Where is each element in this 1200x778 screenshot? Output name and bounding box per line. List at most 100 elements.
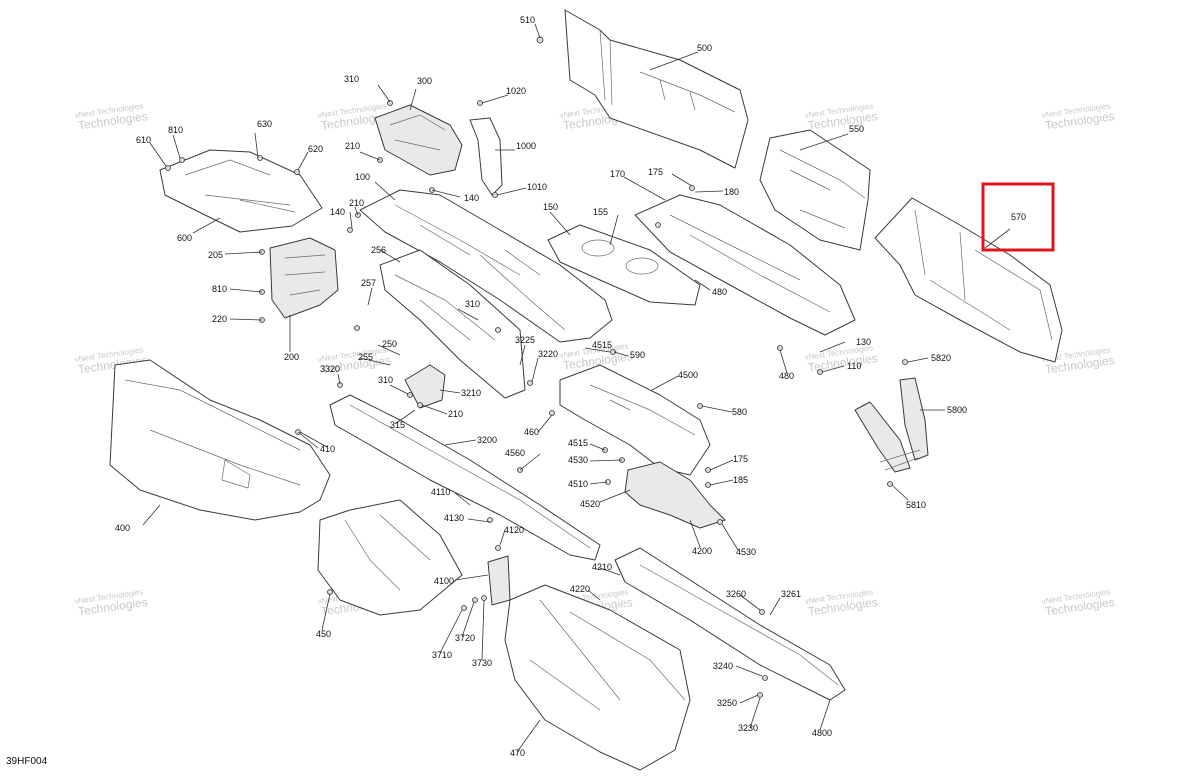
callout-590: 590 (630, 350, 645, 360)
callout-510: 510 (520, 15, 535, 25)
callout-210: 210 (448, 409, 463, 419)
callout-4130: 4130 (444, 513, 464, 523)
callout-310: 310 (378, 375, 393, 385)
callout-100: 100 (355, 172, 370, 182)
callout-175: 175 (648, 167, 663, 177)
part-500-panel (564, 9, 749, 169)
callout-4510: 4510 (568, 479, 588, 489)
callout-630: 630 (257, 119, 272, 129)
callout-4110: 4110 (431, 487, 450, 497)
callout-140: 140 (330, 207, 345, 217)
callout-1010: 1010 (527, 182, 547, 192)
callout-5810: 5810 (906, 500, 926, 510)
part-400-panel (109, 359, 331, 521)
callout-570: 570 (1011, 212, 1026, 222)
diagram-code: 39HF004 (6, 756, 48, 767)
callout-4500: 4500 (678, 370, 698, 380)
callout-3250: 3250 (717, 698, 737, 708)
callout-4530: 4530 (736, 547, 756, 557)
part-300-bracket (374, 104, 463, 176)
callout-600: 600 (177, 233, 192, 243)
part-200-bracket (269, 237, 339, 319)
callout-450: 450 (316, 629, 331, 639)
leader-lines (142, 23, 1011, 753)
callout-3225: 3225 (515, 335, 535, 345)
callout-4120: 4120 (504, 525, 524, 535)
callout-255: 255 (358, 352, 373, 362)
part-3210-bracket (404, 364, 446, 409)
callout-810: 810 (168, 125, 183, 135)
callout-480: 480 (779, 371, 794, 381)
part-550-panel (759, 129, 871, 251)
part-570-panel (874, 197, 1063, 363)
part-250-frame (379, 249, 526, 399)
highlight-box (981, 182, 1055, 252)
callout-460: 460 (524, 427, 539, 437)
part-4100-bracket (487, 555, 511, 606)
part-100-console-frame (359, 189, 613, 343)
callout-3260: 3260 (726, 589, 746, 599)
callout-4515: 4515 (592, 340, 612, 350)
part-4500-console (559, 364, 711, 476)
callout-3220: 3220 (538, 349, 558, 359)
callout-4800: 4800 (812, 728, 832, 738)
callout-580: 580 (732, 407, 747, 417)
part-3200-rail (329, 394, 601, 561)
callout-205: 205 (208, 250, 223, 260)
callout-310: 310 (344, 74, 359, 84)
callout-4520: 4520 (580, 499, 600, 509)
callout-3240: 3240 (713, 661, 733, 671)
callout-4220: 4220 (570, 584, 590, 594)
callout-210: 210 (345, 141, 360, 151)
callout-250: 250 (382, 339, 397, 349)
callout-185: 185 (733, 475, 748, 485)
callout-3730: 3730 (472, 658, 492, 668)
callout-3320: 3320 (320, 364, 340, 374)
callout-200: 200 (284, 352, 299, 362)
callout-180: 180 (724, 187, 739, 197)
callout-3230: 3230 (738, 723, 758, 733)
callout-610: 610 (136, 135, 151, 145)
part-450-panel (317, 499, 463, 616)
callout-3200: 3200 (477, 435, 497, 445)
callout-4515: 4515 (568, 438, 588, 448)
callout-4210: 4210 (592, 562, 612, 572)
part-470-panel (504, 584, 691, 771)
callout-550: 550 (849, 124, 864, 134)
callout-150: 150 (543, 202, 558, 212)
callout-500: 500 (697, 43, 712, 53)
callout-4100: 4100 (434, 576, 454, 586)
callout-300: 300 (417, 76, 432, 86)
callout-256: 256 (371, 245, 386, 255)
callout-400: 400 (115, 523, 130, 533)
part-4800-rail (614, 547, 846, 701)
part-150-cup-holder (547, 224, 701, 306)
callout-3261: 3261 (781, 589, 801, 599)
callout-480: 480 (712, 287, 727, 297)
callout-470: 470 (510, 748, 525, 758)
callout-140: 140 (464, 193, 479, 203)
callout-4200: 4200 (692, 546, 712, 556)
callout-4560: 4560 (505, 448, 525, 458)
callout-3710: 3710 (432, 650, 452, 660)
part-4520-bracket (624, 461, 726, 529)
part-170-console (634, 194, 856, 336)
part-5800-hose (854, 377, 929, 473)
part-600-tray (159, 149, 323, 233)
callout-410: 410 (320, 444, 335, 454)
callout-4530: 4530 (568, 455, 588, 465)
callout-155: 155 (593, 207, 608, 217)
callout-3210: 3210 (461, 388, 481, 398)
callout-210: 210 (349, 198, 364, 208)
callout-315: 315 (390, 420, 405, 430)
callout-175: 175 (733, 454, 748, 464)
callout-5820: 5820 (931, 353, 951, 363)
callout-810: 810 (212, 284, 227, 294)
parts-layer (109, 9, 1063, 771)
callout-1020: 1020 (506, 86, 526, 96)
callout-labels: 510 500 550 570 310 300 1020 1000 1010 2… (115, 15, 1026, 758)
callout-310: 310 (465, 299, 480, 309)
callout-257: 257 (361, 278, 376, 288)
callout-130: 130 (856, 337, 871, 347)
